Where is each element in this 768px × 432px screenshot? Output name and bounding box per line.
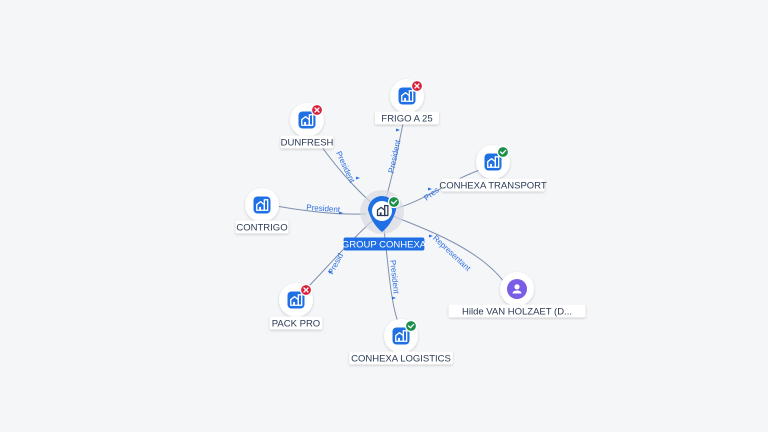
node-label-frigo: FRIGO A 25	[375, 111, 439, 125]
node-transport[interactable]: CONHEXA TRANSPORT	[439, 145, 547, 192]
node-hilde[interactable]: Hilde VAN HOLZAET (D...	[448, 272, 586, 318]
status-closed-badge	[299, 283, 313, 297]
node-dunfresh[interactable]: DUNFRESH	[280, 103, 334, 149]
check-icon	[499, 149, 507, 155]
center-node-label: GROUP CONHEXA	[342, 237, 427, 251]
person-icon	[512, 284, 522, 294]
cross-icon	[314, 107, 320, 113]
edge-label: Representant	[431, 234, 473, 274]
check-icon	[407, 323, 415, 329]
edge-arrow	[339, 211, 343, 215]
status-closed-badge	[410, 79, 424, 93]
node-label-packpro-text: PACK PRO	[272, 319, 320, 330]
edge-contrigo: President	[275, 203, 367, 215]
status-active-badge	[404, 319, 418, 333]
edge-label: President	[306, 203, 341, 214]
node-label-dunfresh: DUNFRESH	[280, 135, 334, 149]
edge-label: President	[387, 138, 403, 174]
node-label-contrigo: CONTRIGO	[235, 220, 289, 234]
status-closed-badge	[310, 103, 324, 117]
edge-label: Pres	[422, 185, 441, 202]
edge-arrow	[429, 234, 433, 238]
node-label-packpro: PACK PRO	[269, 316, 323, 330]
node-label-logistics: CONHEXA LOGISTICS	[349, 351, 453, 365]
node-label-transport-text: CONHEXA TRANSPORT	[439, 181, 547, 192]
building-icon	[487, 156, 500, 168]
center-node-label-text: GROUP CONHEXA	[342, 240, 427, 251]
node-label-contrigo-text: CONTRIGO	[236, 223, 287, 234]
node-packpro[interactable]: PACK PRO	[269, 283, 323, 330]
node-label-frigo-text: FRIGO A 25	[381, 114, 432, 125]
cross-icon	[414, 83, 420, 89]
building-icon	[290, 294, 303, 306]
building-icon	[395, 330, 408, 342]
building-icon	[301, 114, 314, 126]
status-active-badge	[496, 145, 510, 159]
building-icon	[401, 90, 414, 102]
node-label-dunfresh-text: DUNFRESH	[281, 138, 334, 149]
node-label-logistics-text: CONHEXA LOGISTICS	[351, 354, 451, 365]
edge-arrow	[428, 187, 432, 191]
edge-arrow	[396, 128, 400, 132]
center-node[interactable]: GROUP CONHEXA	[342, 190, 427, 251]
node-label-transport: CONHEXA TRANSPORT	[439, 178, 547, 192]
node-frigo[interactable]: FRIGO A 25	[375, 79, 439, 125]
node-logistics[interactable]: CONHEXA LOGISTICS	[349, 319, 453, 365]
edge-arrow	[356, 176, 360, 180]
building-icon	[256, 199, 269, 211]
building-icon	[376, 204, 389, 217]
edge-arrow	[392, 296, 396, 300]
node-label-hilde: Hilde VAN HOLZAET (D...	[448, 304, 586, 318]
edge-label: President	[388, 259, 401, 294]
check-icon	[390, 199, 398, 205]
node-contrigo[interactable]: CONTRIGO	[235, 188, 289, 234]
edge-line	[275, 205, 367, 215]
cross-icon	[303, 287, 309, 293]
status-active-badge	[387, 195, 401, 209]
edge-arrow	[329, 270, 333, 274]
node-label-hilde-text: Hilde VAN HOLZAET (D...	[462, 307, 572, 318]
